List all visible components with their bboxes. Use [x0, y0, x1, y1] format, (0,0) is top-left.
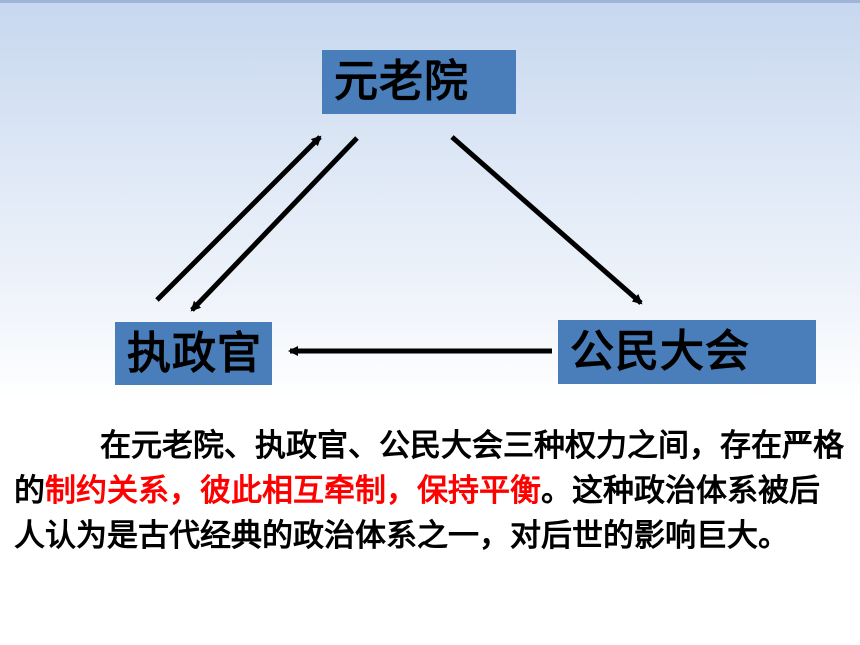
node-assembly-label: 公民大会 — [570, 326, 750, 377]
paragraph-highlight: 制约关系，彼此相互牵制，保持平衡 — [45, 473, 541, 509]
summary-paragraph: 在元老院、执政官、公民大会三种权力之间，存在严格的制约关系，彼此相互牵制，保持平… — [14, 424, 844, 559]
paragraph-part1: 在元老院、执政官、公民大会三种权力之间，存在严格的 — [14, 428, 844, 509]
node-consul: 执政官 — [115, 322, 272, 385]
node-consul-label: 执政官 — [127, 327, 262, 379]
arrow-senate-to-consul — [190, 136, 359, 312]
node-assembly: 公民大会 — [558, 320, 816, 384]
arrow-consul-to-senate — [155, 135, 322, 302]
top-rule — [0, 0, 860, 3]
node-senate: 元老院 — [322, 50, 516, 114]
node-senate-label: 元老院 — [334, 56, 469, 107]
arrow-senate-to-assembly — [450, 135, 643, 305]
paragraph-part2: 。这种政治体系被后人认为是古代经典的政治体系之一，对后世的影响巨大。 — [14, 473, 820, 554]
